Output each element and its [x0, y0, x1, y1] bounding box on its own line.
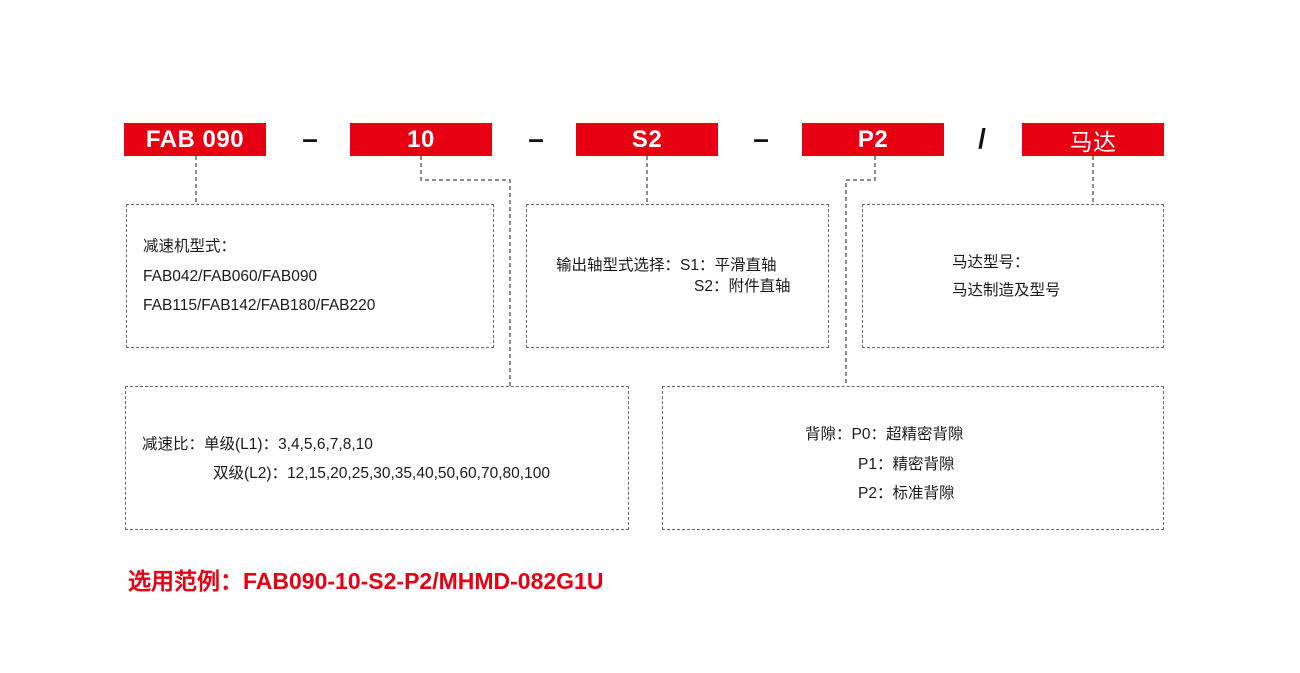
separator-dash-2: –: [528, 123, 544, 154]
box-backlash-line1: 背隙：P0：超精密背隙: [805, 426, 964, 443]
code-tag-motor: 马达: [1022, 123, 1164, 156]
box-motor: 马达型号： 马达制造及型号: [862, 204, 1164, 348]
box-series-title: 减速机型式：: [143, 238, 237, 255]
box-ratio-line2: 双级(L2)：12,15,20,25,30,35,40,50,60,70,80,…: [213, 465, 550, 482]
box-shaft: 输出轴型式选择：S1：平滑直轴 S2：附件直轴: [526, 204, 829, 348]
box-motor-line2: 马达制造及型号: [952, 282, 1061, 299]
selection-example: 选用范例：FAB090-10-S2-P2/MHMD-082G1U: [128, 568, 604, 594]
box-shaft-line2: S2：附件直轴: [694, 278, 791, 295]
box-backlash-line3: P2：标准背隙: [858, 485, 955, 502]
box-ratio: 减速比：单级(L1)：3,4,5,6,7,8,10 双级(L2)：12,15,2…: [125, 386, 629, 530]
box-series-line2: FAB115/FAB142/FAB180/FAB220: [143, 297, 376, 314]
box-ratio-line1: 减速比：单级(L1)：3,4,5,6,7,8,10: [142, 436, 373, 453]
code-tag-ratio: 10: [350, 123, 492, 156]
separator-dash-3: –: [753, 123, 769, 154]
connector-backlash: [845, 156, 876, 386]
box-backlash-line2: P1：精密背隙: [858, 456, 955, 473]
box-motor-line1: 马达型号：: [952, 254, 1030, 271]
box-series-line1: FAB042/FAB060/FAB090: [143, 268, 318, 285]
box-shaft-line1: 输出轴型式选择：S1：平滑直轴: [556, 257, 777, 274]
box-backlash: 背隙：P0：超精密背隙 P1：精密背隙 P2：标准背隙: [662, 386, 1164, 530]
code-tag-shaft: S2: [576, 123, 718, 156]
separator-dash-1: –: [302, 123, 318, 154]
code-tag-backlash: P2: [802, 123, 944, 156]
box-series: 减速机型式： FAB042/FAB060/FAB090 FAB115/FAB14…: [126, 204, 494, 348]
code-tag-series: FAB 090: [124, 123, 266, 156]
separator-slash: /: [978, 123, 986, 154]
